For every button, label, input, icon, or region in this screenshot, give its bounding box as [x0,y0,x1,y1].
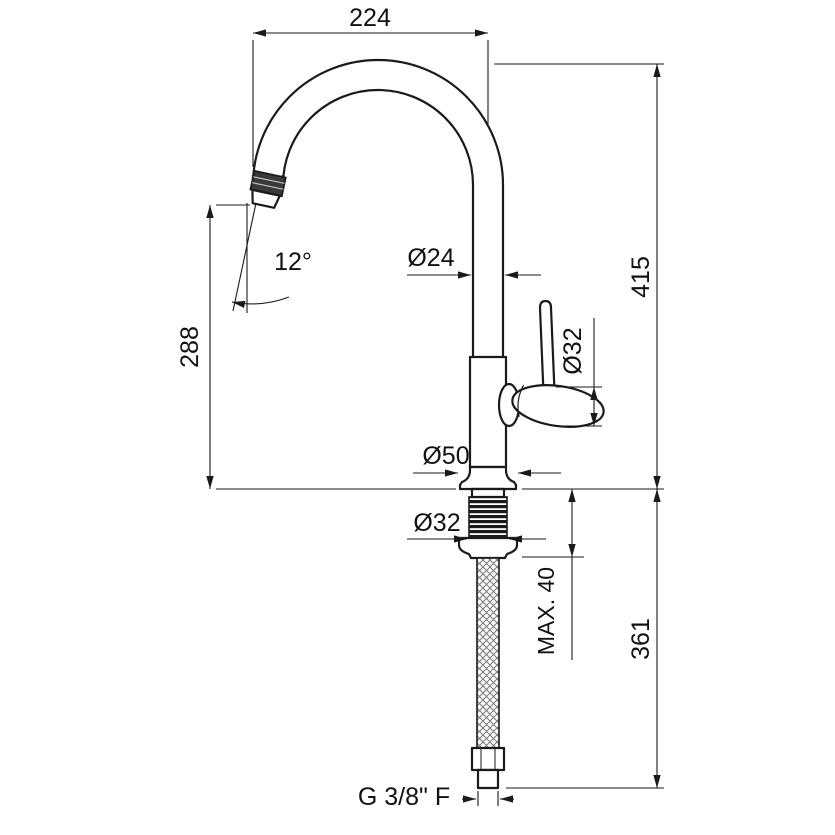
angle-axis-line [232,202,257,312]
hose-connector [470,746,506,790]
connector-thread-tip [476,768,500,790]
dim-label-224: 224 [349,4,391,32]
dimension-spout-reach: 224 [252,4,489,167]
dim-label-361: 361 [627,618,655,660]
dim-label-d32-shank: Ø32 [413,509,460,537]
lever-seam [517,384,525,417]
dimension-base-diameter: Ø50 [413,442,561,477]
dim-label-thread: G 3/8" F [358,783,450,811]
nozzle-outlet [251,188,281,209]
connector-nut [470,746,506,772]
nozzle-tip [249,169,287,209]
angle-arc [231,296,290,309]
dim-label-d50: Ø50 [422,442,469,470]
dimension-max-deck-thickness: MAX. 40 [522,489,584,660]
dimension-hose-thread: G 3/8" F [358,783,514,811]
shank-collar [470,487,506,499]
dimension-spout-diameter: Ø24 [407,244,541,279]
lever-body [511,384,605,428]
faucet-outline [249,58,605,790]
spout-gooseneck [251,58,505,357]
dimension-outlet-angle: 12° [231,202,312,313]
lever-handle [511,384,605,428]
dimension-overall-height: 415 [494,63,664,490]
dimension-shank-diameter: Ø32 [407,509,546,543]
braided-hose [476,557,500,749]
mounting-nut [457,536,519,560]
handle-stick [538,299,556,395]
dim-label-d24: Ø24 [407,244,454,272]
dim-label-415: 415 [627,256,655,298]
dimension-below-deck-length: 361 [506,489,664,789]
dimension-outlet-height: 288 [176,204,456,490]
dimension-handle-diameter: Ø32 [556,318,602,427]
base-flange [458,465,518,491]
threaded-shank [468,496,508,539]
aerator-ridge [251,182,284,190]
aerator-ridge [253,176,285,184]
dim-label-12deg: 12° [274,248,312,276]
dim-label-max40: MAX. 40 [533,567,559,655]
dim-label-288: 288 [176,326,204,368]
dim-label-d32-handle: Ø32 [559,327,587,374]
